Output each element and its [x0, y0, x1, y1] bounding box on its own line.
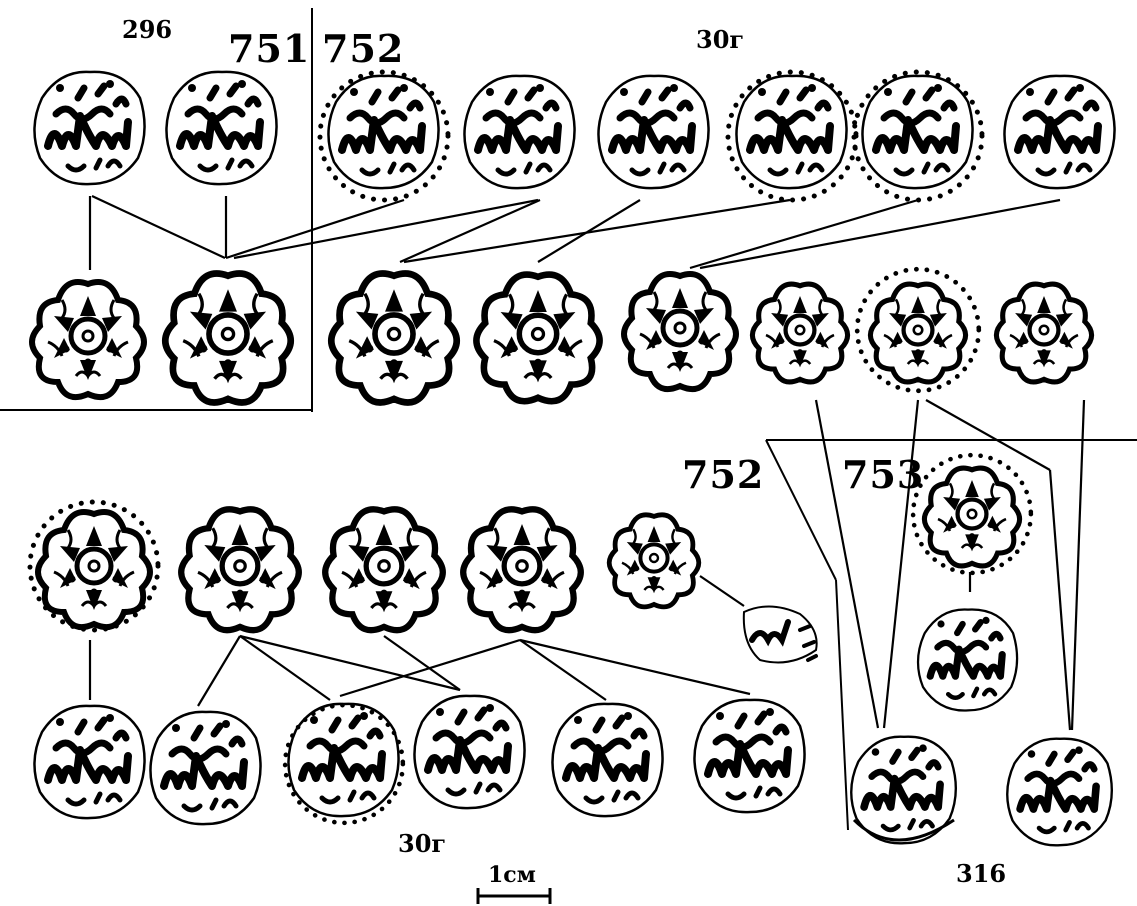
- reverse-coin-7: [870, 284, 965, 382]
- scale-bar-icon: [476, 888, 552, 904]
- reverse-dot-border-14: [913, 455, 1031, 573]
- label-year-bottom: 30г: [398, 829, 447, 858]
- coin-fragment: [742, 605, 818, 664]
- reverse-coin-13: [609, 515, 699, 607]
- obverse-coin-2: [166, 72, 276, 184]
- row4-obverse-coins: [34, 609, 1111, 845]
- obverse-coin-9: [34, 706, 144, 818]
- row2-reverse-coins: [32, 269, 1092, 402]
- obverse-coin-15: [918, 609, 1017, 710]
- reverse-coin-1: [32, 282, 144, 397]
- obverse-coin-7: [862, 76, 972, 188]
- obverse-coin-8: [1004, 76, 1114, 188]
- obverse-coin-4: [464, 76, 574, 188]
- obverse-coin-10: [150, 712, 260, 824]
- obverse-coin-5: [598, 76, 708, 188]
- label-year-top: 30г: [696, 25, 745, 54]
- label-296: 296: [122, 15, 173, 44]
- reverse-coin-10: [181, 509, 299, 630]
- coin-16-rim: [852, 818, 955, 842]
- obverse-coin-17: [1007, 739, 1112, 846]
- obverse-coin-14: [694, 700, 804, 812]
- reverse-coin-9: [38, 512, 150, 627]
- obverse-coin-3: [328, 76, 438, 188]
- reverse-coin-11: [325, 509, 443, 630]
- reverse-coin-14: [924, 468, 1019, 566]
- label-752-top: 752: [322, 26, 405, 71]
- obverse-coin-1: [34, 72, 144, 184]
- reverse-coin-8: [996, 284, 1091, 382]
- label-752-mid: 752: [682, 452, 765, 497]
- die-link-lines: [88, 195, 1086, 731]
- reverse-coin-2: [165, 274, 290, 403]
- obverse-coin-6: [736, 76, 846, 188]
- row1-obverse-coins: [34, 72, 1114, 200]
- reverse-coin-3: [331, 274, 456, 403]
- reverse-coin-12: [463, 509, 581, 630]
- label-753: 753: [842, 452, 925, 497]
- scale-label: 1см: [488, 862, 536, 888]
- label-751: 751: [228, 26, 311, 71]
- reverse-coin-4: [476, 275, 599, 402]
- frame-lines: [0, 8, 1137, 831]
- obverse-coin-12: [414, 696, 524, 808]
- obverse-coin-13: [552, 704, 662, 816]
- reverse-coin-5: [624, 274, 736, 389]
- reverse-coin-6: [752, 284, 847, 382]
- label-316: 316: [956, 859, 1007, 888]
